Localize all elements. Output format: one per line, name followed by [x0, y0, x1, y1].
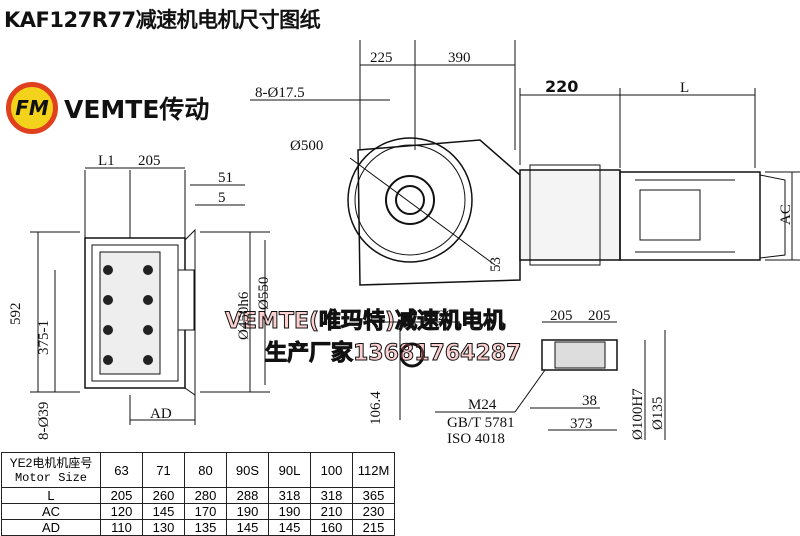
- page-title: KAF127R77减速机电机尺寸图纸: [4, 8, 321, 32]
- cell: 145: [142, 503, 185, 520]
- watermark-line2: 生产厂家13681764287: [265, 340, 521, 366]
- dim-38: 38: [582, 393, 597, 409]
- cell: 135: [184, 519, 227, 536]
- std-iso: ISO 4018: [447, 431, 505, 447]
- dim-205: 205: [138, 153, 161, 169]
- cell: 318: [268, 487, 311, 504]
- cell: 170: [184, 503, 227, 520]
- cell: 190: [268, 503, 311, 520]
- dim-8-039: 8-Ø39: [36, 402, 52, 440]
- dim-220: 220: [545, 77, 578, 96]
- dim-AD: AD: [150, 406, 172, 422]
- dim-5: 5: [218, 190, 226, 206]
- row-label: L: [1, 487, 101, 504]
- cell: 280: [184, 487, 227, 504]
- dim-205a: 205: [550, 308, 573, 324]
- cell: 160: [310, 519, 353, 536]
- dim-550: Ø550: [256, 277, 272, 310]
- cell: 230: [352, 503, 395, 520]
- size-cell: 80: [184, 452, 227, 488]
- dim-28: 28: [438, 308, 453, 324]
- cell: 190: [226, 503, 269, 520]
- dim-592: 592: [8, 303, 24, 326]
- dim-205b: 205: [588, 308, 611, 324]
- size-cell: 90S: [226, 452, 269, 488]
- size-cell: 63: [100, 452, 143, 488]
- watermark: VEMTE(唯玛特)减速机电机 生产厂家13681764287: [225, 308, 522, 367]
- cell: 215: [352, 519, 395, 536]
- dim-106-4: 106.4: [368, 391, 384, 425]
- header-cn: YE2电机机座号: [9, 455, 93, 470]
- side-view: [30, 167, 270, 425]
- header-en: Motor Size: [14, 470, 87, 485]
- dim-L: L: [680, 80, 689, 96]
- cell: 145: [226, 519, 269, 536]
- dim-100: Ø100H7: [630, 388, 646, 440]
- dim-390: 390: [448, 50, 471, 66]
- dimension-labels: 225 390 8-Ø17.5 Ø500 220 L AC 53 L1 205 …: [8, 50, 794, 447]
- cell: 260: [142, 487, 185, 504]
- row-label: AD: [1, 519, 101, 536]
- dim-373: 373: [570, 416, 593, 432]
- vemte-logo: FM VEMTE传动: [6, 82, 209, 134]
- cell: 120: [100, 503, 143, 520]
- dim-51: 51: [218, 170, 233, 186]
- watermark-line1: VEMTE(唯玛特)减速机电机: [225, 308, 505, 334]
- logo-brand: VEMTE传动: [64, 95, 210, 124]
- dim-53: 53: [488, 257, 504, 272]
- cell: 365: [352, 487, 395, 504]
- shaft-detail: [385, 321, 666, 440]
- dim-bolt-holes: 8-Ø17.5: [255, 85, 305, 101]
- dim-135: Ø135: [650, 397, 666, 430]
- cell: 110: [100, 519, 143, 536]
- dim-375: 375-1: [36, 320, 52, 355]
- logo-badge-icon: FM: [6, 82, 58, 134]
- cell: 288: [226, 487, 269, 504]
- cell: 205: [100, 487, 143, 504]
- cell: 210: [310, 503, 353, 520]
- dim-450: Ø450h6: [236, 291, 252, 340]
- dim-AC: AC: [778, 204, 794, 225]
- dim-L1: L1: [98, 153, 115, 169]
- std-gbt: GB/T 5781: [447, 415, 515, 431]
- dim-225: 225: [370, 50, 393, 66]
- size-cell: 112M: [352, 452, 395, 488]
- dim-flange-dia: Ø500: [290, 138, 323, 154]
- cell: 318: [310, 487, 353, 504]
- motor-view: [519, 88, 800, 266]
- row-label: AC: [1, 503, 101, 520]
- size-cell: 71: [142, 452, 185, 488]
- cell: 130: [142, 519, 185, 536]
- gear-unit-front-view: [250, 40, 521, 286]
- size-cell: 90L: [268, 452, 311, 488]
- size-cell: 100: [310, 452, 353, 488]
- cell: 145: [268, 519, 311, 536]
- thread-m24: M24: [468, 397, 497, 413]
